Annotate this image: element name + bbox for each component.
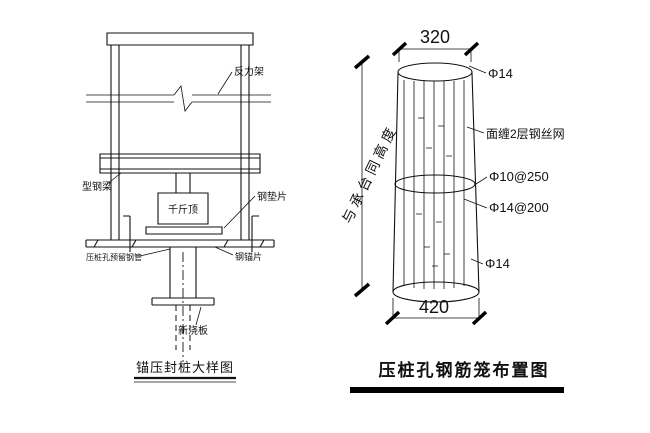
- right-diagram-caption: 压桩孔钢筋笼布置图: [379, 360, 550, 380]
- slab-surface-lines: [85, 239, 275, 248]
- pile-hidden-lines: [175, 305, 191, 350]
- reserved-pipe-label: 压桩孔预留钢管: [86, 252, 142, 262]
- reaction-frame-label: 反力架: [234, 65, 264, 78]
- height-note-label: 与承台同高度: [339, 122, 401, 226]
- bottom-dim-ticks: [384, 310, 488, 326]
- right-label-leaders: [463, 65, 488, 265]
- bottom-dim-line: [392, 298, 480, 319]
- spiral-lower-label: Φ14@200: [489, 200, 549, 215]
- frame-tie-lines-with-break: [86, 85, 271, 112]
- stirrup-ticks: [416, 117, 452, 267]
- top-dimension-value: 320: [420, 27, 450, 47]
- left-diagram-caption: 锚压封桩大样图: [136, 360, 234, 375]
- new-slab-label: 新浇板: [178, 324, 208, 337]
- steel-beam-label: 型钢梁: [82, 180, 112, 193]
- height-dim-ticks: [353, 54, 371, 298]
- steel-shim-label: 钢垫片: [257, 190, 287, 203]
- top-dim-line: [398, 48, 472, 62]
- cage-vertical-bars: [403, 80, 465, 289]
- jack-label: 千斤顶: [168, 204, 198, 216]
- anchor-bolts: [123, 215, 259, 252]
- spiral-upper-label: Φ10@250: [489, 169, 549, 184]
- pile-sealing-detail-diagram: 反力架 型钢梁 千斤顶 钢垫片 压桩孔预留钢管 钢锚片 新浇板 锚压封桩大样图: [82, 32, 287, 383]
- left-label-leaders: [105, 71, 256, 326]
- bar-top-label: Φ14: [488, 66, 513, 81]
- top-dim-ticks: [391, 41, 480, 57]
- jack-outline: [157, 173, 209, 225]
- bar-bottom-label: Φ14: [485, 256, 510, 271]
- steel-beam-outline: [99, 153, 261, 174]
- shim-plate-outline: [145, 226, 223, 235]
- bottom-dimension-value: 420: [419, 297, 449, 317]
- wire-mesh-label: 面缠2层钢丝网: [486, 126, 565, 141]
- cage-top-ellipse: [397, 62, 473, 82]
- anchor-shim-label: 钢锚片: [235, 251, 262, 262]
- cage-side-lines: [392, 72, 480, 293]
- right-caption-underline-bar: [350, 387, 564, 393]
- reaction-frame-outline: [106, 32, 254, 240]
- reinforcement-cage-diagram: 320 420 与承台同高度 Φ14 面缠2层钢丝网 Φ10@250 Φ14@2…: [339, 27, 565, 393]
- cage-middle-hoop: [394, 174, 476, 194]
